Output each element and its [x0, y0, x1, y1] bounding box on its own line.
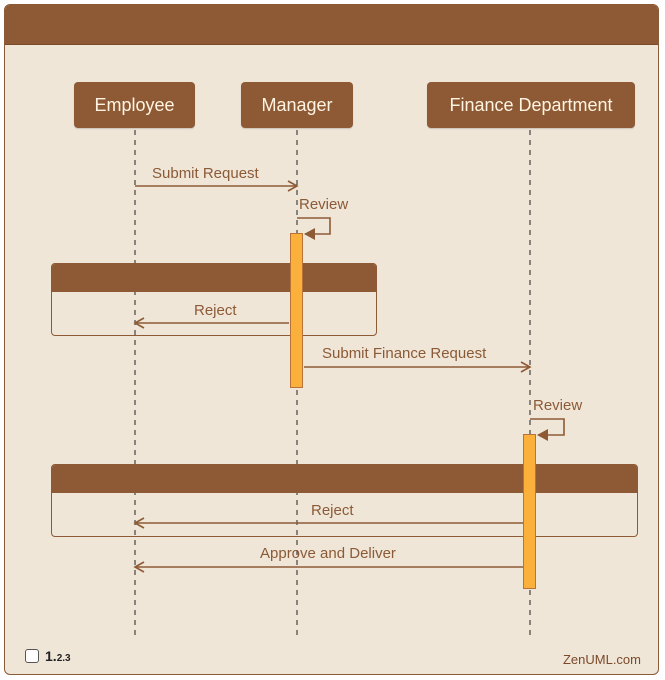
message-approve-and-deliver[interactable]: Approve and Deliver: [260, 545, 396, 562]
activation-finance: [523, 434, 536, 589]
fragment-1-header: [52, 264, 376, 292]
fragment-2: [51, 464, 638, 537]
participant-manager[interactable]: Manager: [241, 82, 353, 128]
message-submit-finance-request[interactable]: Submit Finance Request: [322, 345, 487, 362]
message-submit-request[interactable]: Submit Request: [152, 165, 259, 182]
participant-finance-department[interactable]: Finance Department: [427, 82, 635, 128]
participant-employee-label: Employee: [94, 94, 175, 115]
fragment-1: [51, 263, 377, 336]
arrow-review-1: [297, 217, 331, 240]
message-review-2[interactable]: Review: [533, 397, 583, 414]
participant-employee[interactable]: Employee: [74, 82, 195, 128]
participant-finance-label: Finance Department: [449, 94, 613, 115]
activation-manager: [290, 233, 303, 388]
brand-link[interactable]: ZenUML.com: [562, 652, 641, 667]
participant-manager-label: Manager: [261, 94, 333, 115]
title-bar: [5, 5, 658, 45]
numbering-checkbox[interactable]: [25, 649, 39, 663]
numbering-label-main: 1.: [45, 648, 57, 664]
arrow-review-2: [530, 418, 565, 441]
message-review-1[interactable]: Review: [299, 196, 349, 213]
numbering-label: 1.2.3: [45, 648, 71, 664]
numbering-label-small: 2.3: [56, 653, 71, 664]
message-reject-1[interactable]: Reject: [194, 302, 237, 319]
fragment-2-header: [52, 465, 637, 493]
message-reject-2[interactable]: Reject: [311, 502, 354, 519]
